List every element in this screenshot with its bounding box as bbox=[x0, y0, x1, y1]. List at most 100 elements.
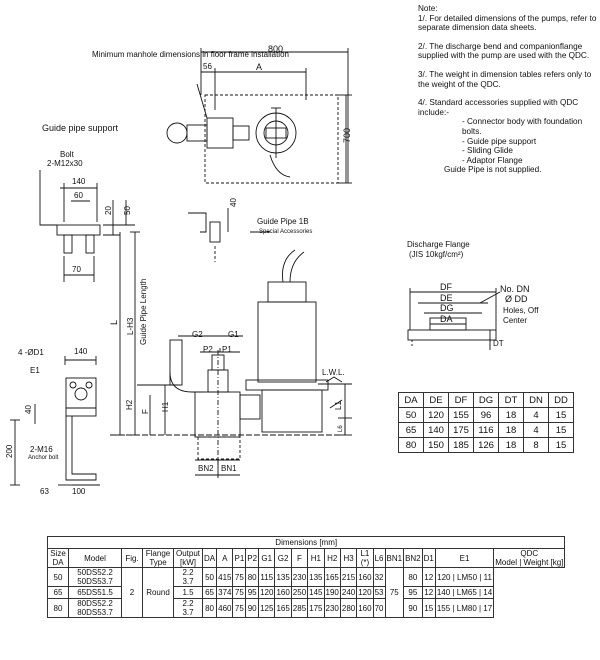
header-cell: DT bbox=[498, 392, 524, 408]
accessory-item: - Sliding Glide bbox=[462, 146, 513, 156]
table-cell: 135 bbox=[307, 567, 325, 587]
notes-block: Note: 1/. For detailed dimensions of the… bbox=[418, 4, 598, 175]
flange-detail bbox=[407, 288, 501, 350]
dim-g1: G1 bbox=[228, 330, 239, 339]
table-header-row: DA DE DF DG DT DN DD bbox=[398, 392, 574, 408]
table-cell: 140 | LM65 | 14 bbox=[434, 586, 495, 599]
flange-dimension-table: DA DE DF DG DT DN DD 50 120 155 96 18 4 … bbox=[398, 392, 574, 453]
guide-pipe-length: Guide Pipe Length bbox=[139, 279, 148, 345]
table-cell: 135 bbox=[274, 567, 292, 587]
table-cell: 4 bbox=[523, 407, 549, 423]
accessory-item: - Guide pipe support bbox=[462, 136, 537, 146]
dim-bn2: BN2 bbox=[198, 464, 214, 473]
table-cell: 415 bbox=[216, 567, 234, 587]
anchor-bolt-label: Anchor bolt bbox=[28, 455, 59, 461]
qdc-header: QDC bbox=[520, 549, 539, 558]
note-2: 2/. The discharge bend and companionflan… bbox=[418, 41, 590, 61]
dim-70: 70 bbox=[72, 265, 81, 274]
table-header-row: Size DA Model Fig. Flange Type Output [k… bbox=[47, 548, 566, 568]
header-cell: Fig. bbox=[121, 548, 143, 568]
table-cell: 80 bbox=[201, 598, 218, 618]
header-cell: E1 bbox=[434, 548, 495, 568]
weight-cell: 17 bbox=[483, 603, 493, 613]
table-cell: 65 bbox=[47, 586, 69, 599]
table-cell: 150 bbox=[423, 437, 449, 453]
table-cell: 90 bbox=[245, 598, 260, 618]
table-cell: 140 bbox=[423, 422, 449, 438]
dd-label: Ø DD bbox=[505, 294, 528, 304]
table-cell: 285 bbox=[290, 598, 309, 618]
flange-type-cell: Round bbox=[142, 567, 174, 618]
output-cell: 3.7 bbox=[182, 577, 194, 586]
dim-40-bottom: 40 bbox=[24, 405, 33, 414]
no-dn-label: No. DN bbox=[500, 284, 530, 294]
table-cell: 125 bbox=[258, 598, 276, 618]
table-cell: 230 bbox=[290, 567, 309, 587]
dim-20: 20 bbox=[104, 206, 113, 215]
table-cell: 190 bbox=[323, 586, 341, 599]
table-cell: 4 bbox=[523, 422, 549, 438]
table-cell: 120 bbox=[423, 407, 449, 423]
dim-100: 100 bbox=[72, 487, 86, 496]
table-cell: 15 bbox=[548, 407, 574, 423]
e1-cell: 120 bbox=[437, 572, 451, 582]
bn1-cell: 75 bbox=[384, 567, 405, 618]
dim-bn1: BN1 bbox=[221, 464, 237, 473]
header-cell: DA bbox=[201, 548, 218, 568]
table-cell: 460 bbox=[216, 598, 234, 618]
table-cell: 280 bbox=[339, 598, 358, 618]
table-cell: 165 bbox=[274, 598, 292, 618]
qdc-weight-header: Weight [kg] bbox=[523, 558, 564, 567]
header-cell: H1 bbox=[307, 548, 325, 568]
qdc-model-cell: LM80 bbox=[456, 603, 477, 613]
dim-f: F bbox=[141, 409, 150, 414]
table-cell: 50 bbox=[201, 567, 218, 587]
l1-header: L1 bbox=[360, 549, 370, 558]
dim-a: A bbox=[256, 62, 262, 72]
dim-da: DA bbox=[440, 314, 453, 324]
model-cell: 50DS53.7 bbox=[77, 577, 113, 586]
dim-h1: H1 bbox=[161, 401, 170, 412]
table-cell: 145 bbox=[307, 586, 325, 599]
header-cell: BN1 bbox=[384, 548, 405, 568]
hole-label: 4 -ØD1 bbox=[18, 348, 44, 357]
table-cell: 80 bbox=[47, 598, 69, 618]
fig-cell: 2 bbox=[121, 567, 143, 618]
output-cell: 3.7 bbox=[182, 608, 194, 617]
table-cell: 120 bbox=[258, 586, 276, 599]
m16-label: 2-M16 bbox=[30, 445, 53, 454]
output-cell: 2.2 bbox=[182, 568, 194, 577]
notes-title: Note: bbox=[418, 4, 438, 13]
l1-note: (*) bbox=[360, 558, 370, 567]
table-cell: 18 bbox=[498, 437, 524, 453]
table-cell: 374 bbox=[216, 586, 234, 599]
header-cell: P2 bbox=[245, 548, 260, 568]
note-3: 3/. The weight in dimension tables refer… bbox=[418, 69, 592, 89]
table-cell: 126 bbox=[473, 437, 499, 453]
plan-view bbox=[166, 48, 352, 184]
table-cell: 12 bbox=[421, 586, 436, 599]
table-cell: 120 bbox=[356, 586, 374, 599]
table-cell: 230 bbox=[323, 598, 341, 618]
table-row: 50 120 155 96 18 4 15 bbox=[398, 407, 574, 423]
lwl-label: L.W.L. bbox=[322, 368, 345, 377]
table-cell: 185 bbox=[448, 437, 474, 453]
header-cell: H3 bbox=[339, 548, 358, 568]
dim-l-h3: L-H3 bbox=[126, 317, 135, 335]
dim-h2: H2 bbox=[125, 399, 134, 410]
table-cell: 95 bbox=[403, 586, 423, 599]
dim-l1: L1 bbox=[334, 401, 343, 410]
table-cell: 18 bbox=[498, 407, 524, 423]
table-cell: 65 bbox=[398, 422, 424, 438]
dim-dt: DT bbox=[493, 339, 504, 348]
table-cell: 75 bbox=[232, 586, 247, 599]
note-4: 4/. Standard accessories supplied with Q… bbox=[418, 98, 579, 117]
table-cell: 12 bbox=[421, 567, 436, 587]
dim-df: DF bbox=[440, 282, 452, 292]
weight-cell: 14 bbox=[483, 588, 493, 597]
manhole-label: Minimum manhole dimensions in floor fram… bbox=[92, 50, 289, 59]
dim-700: 700 bbox=[342, 128, 352, 143]
